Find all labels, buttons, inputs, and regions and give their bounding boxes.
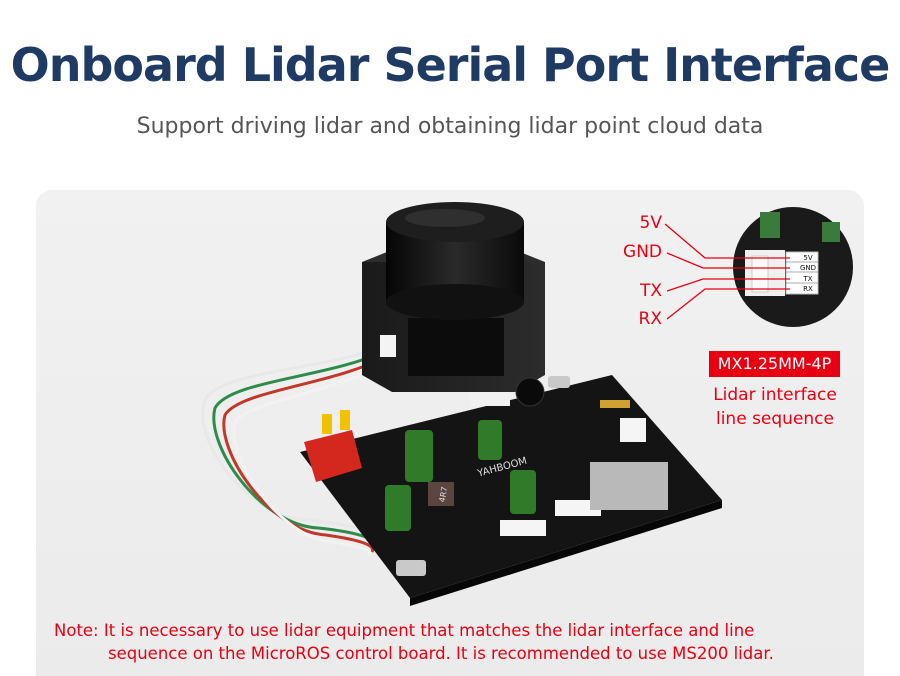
page-title: Onboard Lidar Serial Port Interface [10,38,891,92]
caption-line-2: line sequence [715,409,834,429]
microros-board: 4R7 YAHBOOM [300,375,722,606]
caption-line-1: Lidar interface [713,385,837,405]
zoom-label-gnd: GND [800,264,816,272]
pin-label-tx: TX [639,281,662,301]
inductor-marking: 4R7 [438,486,450,503]
lidar-unit [362,202,545,392]
note-line-1: Note: It is necessary to use lidar equip… [54,621,755,640]
pin-label-rx: RX [638,309,662,329]
pin-label-gnd: GND [623,242,662,262]
connector-caption: Lidar interface line sequence [700,383,850,431]
page-subtitle: Support driving lidar and obtaining lida… [136,114,764,139]
connector-badge: MX1.25MM-4P [709,351,840,377]
zoom-label-rx: RX [803,285,813,293]
pin-label-5v: 5V [639,213,662,233]
compatibility-note: Note: It is necessary to use lidar equip… [54,619,874,665]
zoom-label-tx: TX [802,275,812,283]
zoom-label-5v: 5V [803,254,812,262]
note-line-2: sequence on the MicroROS control board. … [108,644,774,663]
lidar-cable [201,343,392,558]
connector-zoom: 5V GND TX RX [733,207,853,327]
pin-callout-lines [664,223,790,320]
